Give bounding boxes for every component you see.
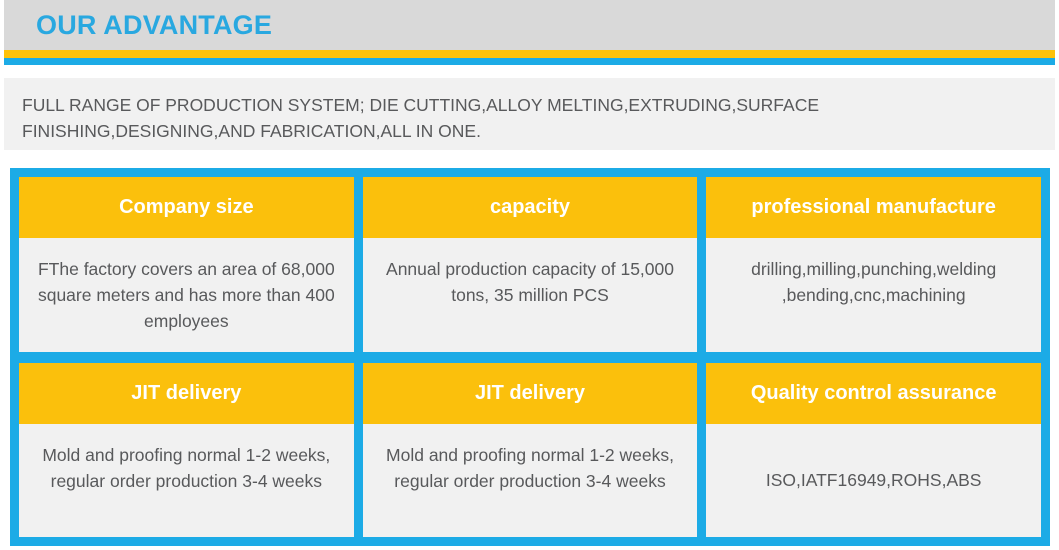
card-title: Company size: [119, 196, 254, 218]
section-header: OUR ADVANTAGE: [4, 0, 1055, 65]
card-title: JIT delivery: [131, 381, 242, 404]
card-description: FThe factory covers an area of 68,000 sq…: [37, 259, 335, 331]
intro-panel: FULL RANGE OF PRODUCTION SYSTEM; DIE CUT…: [4, 78, 1055, 150]
card-body: drilling,milling,punching,welding ,bendi…: [706, 238, 1041, 352]
divider-blue: [4, 58, 1055, 65]
card-row: Company size FThe factory covers an area…: [19, 177, 1042, 352]
card-description: ISO,IATF16949,ROHS,ABS: [765, 470, 982, 491]
card-title: capacity: [489, 196, 571, 218]
advantage-card-jit-delivery-1: JIT delivery Mold and proofing normal 1-…: [19, 362, 354, 538]
card-body: Annual production capacity of 15,000 ton…: [363, 238, 698, 352]
card-row: JIT delivery Mold and proofing normal 1-…: [19, 362, 1042, 538]
divider-yellow: [4, 50, 1055, 58]
card-header: JIT delivery: [362, 362, 698, 424]
advantage-card-company-size: Company size FThe factory covers an area…: [19, 177, 354, 352]
card-header: Quality control assurance: [706, 362, 1042, 424]
card-title: JIT delivery: [474, 381, 586, 404]
card-header: professional manufacture: [706, 177, 1042, 238]
header-title-bar: OUR ADVANTAGE: [4, 0, 1055, 50]
intro-text: FULL RANGE OF PRODUCTION SYSTEM; DIE CUT…: [22, 95, 820, 141]
card-body: FThe factory covers an area of 68,000 sq…: [19, 238, 354, 352]
advantage-card-professional-manufacture: professional manufacture drilling,millin…: [706, 177, 1042, 352]
card-title: Quality control assurance: [750, 381, 997, 404]
card-body: Mold and proofing normal 1-2 weeks, regu…: [363, 424, 698, 538]
page-title: OUR ADVANTAGE: [36, 9, 273, 40]
advantage-card-capacity: capacity Annual production capacity of 1…: [362, 177, 698, 352]
card-description: Mold and proofing normal 1-2 weeks, regu…: [42, 444, 331, 491]
advantage-card-table: Company size FThe factory covers an area…: [10, 168, 1050, 546]
card-description: Mold and proofing normal 1-2 weeks, regu…: [386, 444, 674, 491]
advantage-card-jit-delivery-2: JIT delivery Mold and proofing normal 1-…: [362, 362, 698, 538]
card-body: Mold and proofing normal 1-2 weeks, regu…: [19, 424, 354, 538]
card-header: capacity: [362, 177, 698, 238]
card-description: Annual production capacity of 15,000 ton…: [386, 259, 674, 305]
card-title: professional manufacture: [751, 196, 996, 218]
card-header: Company size: [19, 177, 354, 238]
card-body: ISO,IATF16949,ROHS,ABS: [706, 424, 1041, 538]
card-header: JIT delivery: [19, 362, 354, 424]
card-description: drilling,milling,punching,welding ,bendi…: [751, 259, 997, 305]
advantage-card-quality-control: Quality control assurance ISO,IATF16949,…: [706, 362, 1042, 538]
